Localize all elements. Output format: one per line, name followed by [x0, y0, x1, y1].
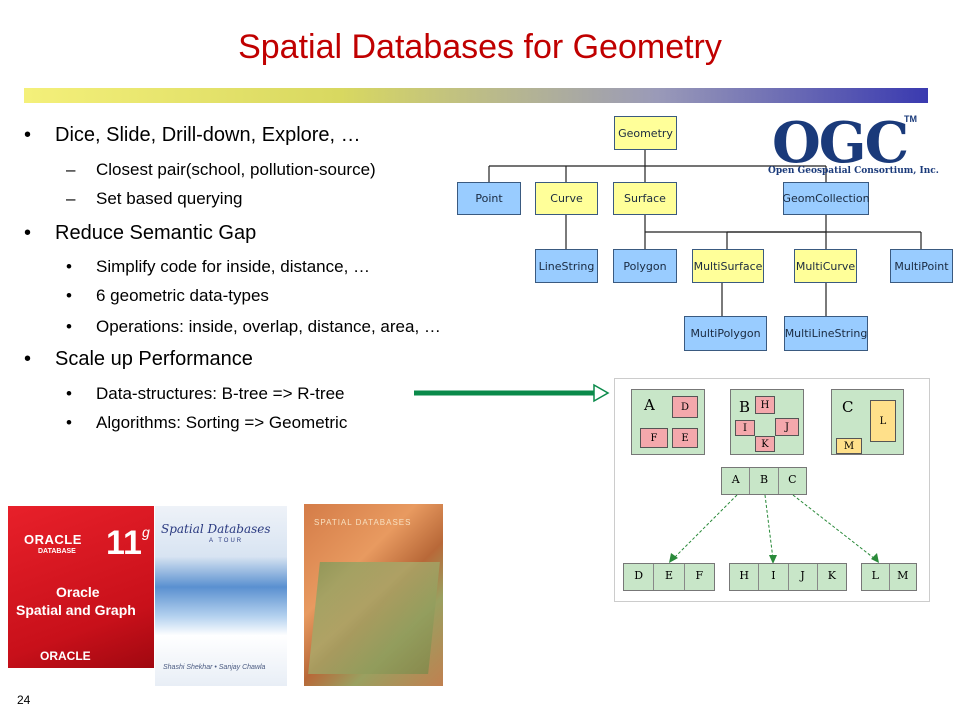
ogc-logo-text: OGC — [772, 110, 909, 176]
node-multipolygon: MultiPolygon — [684, 316, 767, 351]
ogc-logo-tm: TM — [904, 114, 917, 124]
region-label: A — [644, 396, 655, 414]
rtree-entry: I — [759, 564, 789, 590]
oracle-database-label: DATABASE — [38, 548, 76, 555]
node-surface: Surface — [613, 182, 677, 215]
rtree-figure: A D F E B H I J K C L M A B C D E F — [614, 378, 930, 602]
rtree-root-node: A B C — [721, 467, 807, 495]
bullet-mark: • — [66, 384, 72, 403]
spatial-tour-book-cover: Spatial Databases A TOUR Shashi Shekhar … — [155, 506, 287, 686]
bullet-text: 6 geometric data-types — [96, 286, 269, 305]
rtree-region-b: B H I J K — [730, 389, 804, 455]
rtree-entry: C — [788, 473, 797, 486]
rtree-cell: M — [836, 438, 862, 454]
node-point: Point — [457, 182, 521, 215]
oracle-version: 11 — [106, 524, 142, 562]
oracle-version-sup: g — [142, 524, 150, 540]
rtree-arrow — [414, 383, 610, 403]
bullet-mark: • — [24, 124, 32, 146]
rtree-cell: F — [640, 428, 668, 448]
rtree-entry: A — [722, 468, 751, 494]
bullet-mark: • — [24, 348, 32, 370]
node-multisurface: MultiSurface — [692, 249, 764, 283]
bullet-mark: • — [66, 317, 72, 336]
oracle-book-cover: ORACLE DATABASE 11 g Oracle Spatial and … — [8, 506, 154, 668]
slide-title: Spatial Databases for Geometry — [238, 28, 722, 66]
node-linestring: LineString — [535, 249, 598, 283]
oracle-line2: Spatial and Graph — [16, 602, 136, 618]
book-subtitle: A TOUR — [209, 538, 244, 544]
bullet-text: Algorithms: Sorting => Geometric — [96, 413, 348, 432]
region-label: C — [842, 398, 854, 416]
bullet-text: Simplify code for inside, distance, … — [96, 257, 371, 276]
slide-number: 24 — [17, 693, 31, 707]
bullet-mark: • — [66, 413, 72, 432]
bullet-text: Closest pair(school, pollution-source) — [96, 160, 376, 179]
bullet-mark: • — [66, 257, 72, 276]
node-geomcollection: GeomCollection — [782, 182, 870, 215]
rtree-leaf-node: D E F — [623, 563, 715, 591]
bullet-text: Dice, Slide, Drill-down, Explore, … — [55, 124, 361, 146]
rtree-cell: L — [870, 400, 896, 442]
rtree-cell: J — [775, 418, 799, 436]
bullet-text: Scale up Performance — [55, 348, 253, 370]
oracle-brand-top: ORACLE — [24, 532, 82, 547]
spatial-databases-book-cover: SPATIAL DATABASES — [304, 504, 443, 686]
book-title: Spatial Databases — [161, 522, 271, 536]
title-gradient-rule — [24, 88, 928, 103]
node-geometry: Geometry — [614, 116, 677, 150]
oracle-line1: Oracle — [56, 584, 100, 600]
rtree-entry: J — [789, 564, 818, 590]
book-authors: Shashi Shekhar • Sanjay Chawla — [163, 664, 266, 671]
node-curve: Curve — [535, 182, 598, 215]
rtree-entry: E — [654, 564, 685, 590]
bullet-text: Data-structures: B-tree => R-tree — [96, 384, 345, 403]
rtree-cell: H — [755, 396, 775, 414]
oracle-brand-bottom: ORACLE — [40, 649, 91, 663]
ogc-logo: OGC TM Open Geospatial Consortium, Inc. — [768, 110, 939, 180]
rtree-region-a: A D F E — [631, 389, 705, 455]
book-map-image — [308, 562, 440, 674]
rtree-leaf-node: L M — [861, 563, 917, 591]
rtree-entry: F — [695, 569, 704, 582]
ogc-logo-subtitle: Open Geospatial Consortium, Inc. — [768, 166, 939, 176]
bullet-mark: – — [66, 189, 76, 208]
rtree-entry: M — [897, 569, 909, 582]
region-label: B — [739, 398, 751, 416]
rtree-entry: K — [827, 569, 836, 582]
bullet-text: Set based querying — [96, 189, 243, 208]
rtree-pointers — [669, 494, 879, 564]
node-multipoint: MultiPoint — [890, 249, 953, 283]
bullet-text: Reduce Semantic Gap — [55, 222, 257, 244]
rtree-cell: I — [735, 420, 755, 436]
node-polygon: Polygon — [613, 249, 677, 283]
rtree-entry: H — [730, 564, 760, 590]
rtree-cell: D — [672, 396, 698, 418]
node-multicurve: MultiCurve — [794, 249, 857, 283]
rtree-entry: B — [750, 468, 779, 494]
rtree-cell: K — [755, 436, 775, 452]
rtree-cell: E — [672, 428, 698, 448]
book-title: SPATIAL DATABASES — [314, 518, 412, 527]
rtree-leaf-node: H I J K — [729, 563, 847, 591]
bullet-mark: • — [66, 286, 72, 305]
bullet-mark: – — [66, 160, 76, 179]
node-multilinestring: MultiLineString — [784, 316, 868, 351]
bullet-mark: • — [24, 222, 32, 244]
rtree-region-c: C L M — [831, 389, 904, 455]
bullet-text: Operations: inside, overlap, distance, a… — [96, 317, 441, 336]
rtree-entry: L — [862, 564, 890, 590]
rtree-entry: D — [624, 564, 655, 590]
